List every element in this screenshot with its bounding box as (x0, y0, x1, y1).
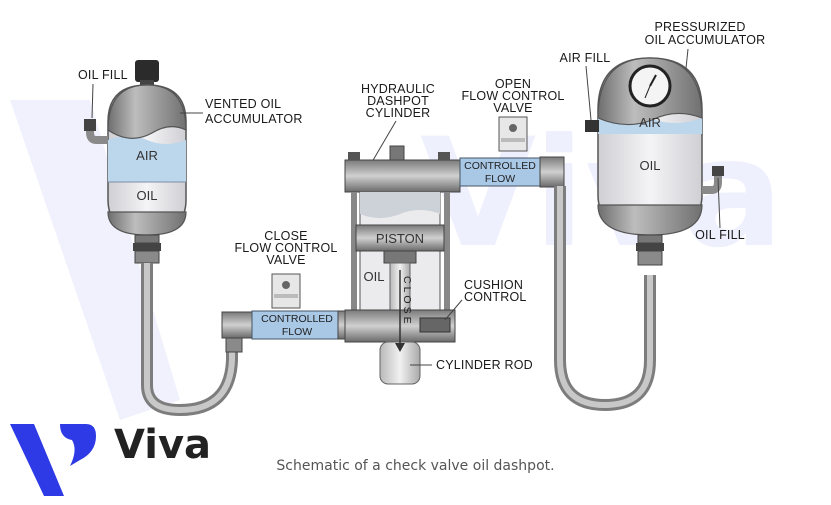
cylinder-title-3: CYLINDER (366, 106, 431, 120)
figure-caption: Schematic of a check valve oil dashpot. (276, 458, 555, 474)
open-valve-title-3: VALVE (493, 101, 532, 115)
open-valve-title-1: OPEN (495, 77, 531, 91)
brand-name: Viva (114, 422, 211, 468)
open-flow-control-valve: CONTROLLED FLOW (459, 116, 565, 188)
close-valve-body-2: FLOW (282, 326, 312, 338)
vent-cap (135, 60, 159, 82)
oil-fill-plug-right (712, 166, 724, 176)
close-valve-title-2: FLOW CONTROL (234, 241, 337, 255)
close-arrow-label: CLOSE (401, 276, 413, 327)
cushion-control-label-1: CUSHION (464, 278, 523, 292)
open-valve-title-2: FLOW CONTROL (461, 89, 564, 103)
close-flow-control-valve: CONTROLLED FLOW (221, 273, 353, 353)
open-valve-body-2: FLOW (485, 173, 515, 185)
vented-accumulator-title-2: ACCUMULATOR (205, 112, 303, 126)
close-valve-title-3: VALVE (266, 253, 305, 267)
pressurized-title-2: OIL ACCUMULATOR (645, 33, 766, 47)
vented-accumulator-title-1: VENTED OIL (205, 97, 281, 111)
right-oil-label: OIL (640, 158, 661, 173)
oil-fill-plug-left (84, 119, 96, 131)
left-air-label: AIR (136, 148, 158, 163)
left-oil-label: OIL (137, 188, 158, 203)
cushion-control-label-2: CONTROL (464, 290, 527, 304)
right-oil-fill-label: OIL FILL (695, 228, 745, 242)
pressurized-oil-accumulator: AIR OIL (585, 57, 724, 266)
open-valve-body-1: CONTROLLED (464, 160, 536, 172)
cylinder-rod-label: CYLINDER ROD (436, 358, 533, 372)
air-fill-label: AIR FILL (560, 51, 611, 65)
left-oil-fill-label: OIL FILL (78, 68, 128, 82)
cylinder-title-1: HYDRAULIC (361, 82, 435, 96)
piston-label: PISTON (376, 231, 424, 246)
hydraulic-dashpot-cylinder: PISTON OIL CLOSE (344, 145, 461, 385)
right-air-label: AIR (639, 115, 661, 130)
cylinder-oil-label: OIL (364, 269, 385, 284)
pressurized-title-1: PRESSURIZED (654, 20, 745, 34)
viva-logo-mark (10, 424, 64, 496)
cylinder-title-2: DASHPOT (367, 94, 429, 108)
viva-logo: Viva (10, 422, 211, 496)
close-valve-body-1: CONTROLLED (261, 313, 333, 325)
close-valve-title-1: CLOSE (264, 229, 307, 243)
vented-oil-accumulator: AIR OIL (84, 60, 187, 264)
air-fill-plug (585, 120, 599, 132)
